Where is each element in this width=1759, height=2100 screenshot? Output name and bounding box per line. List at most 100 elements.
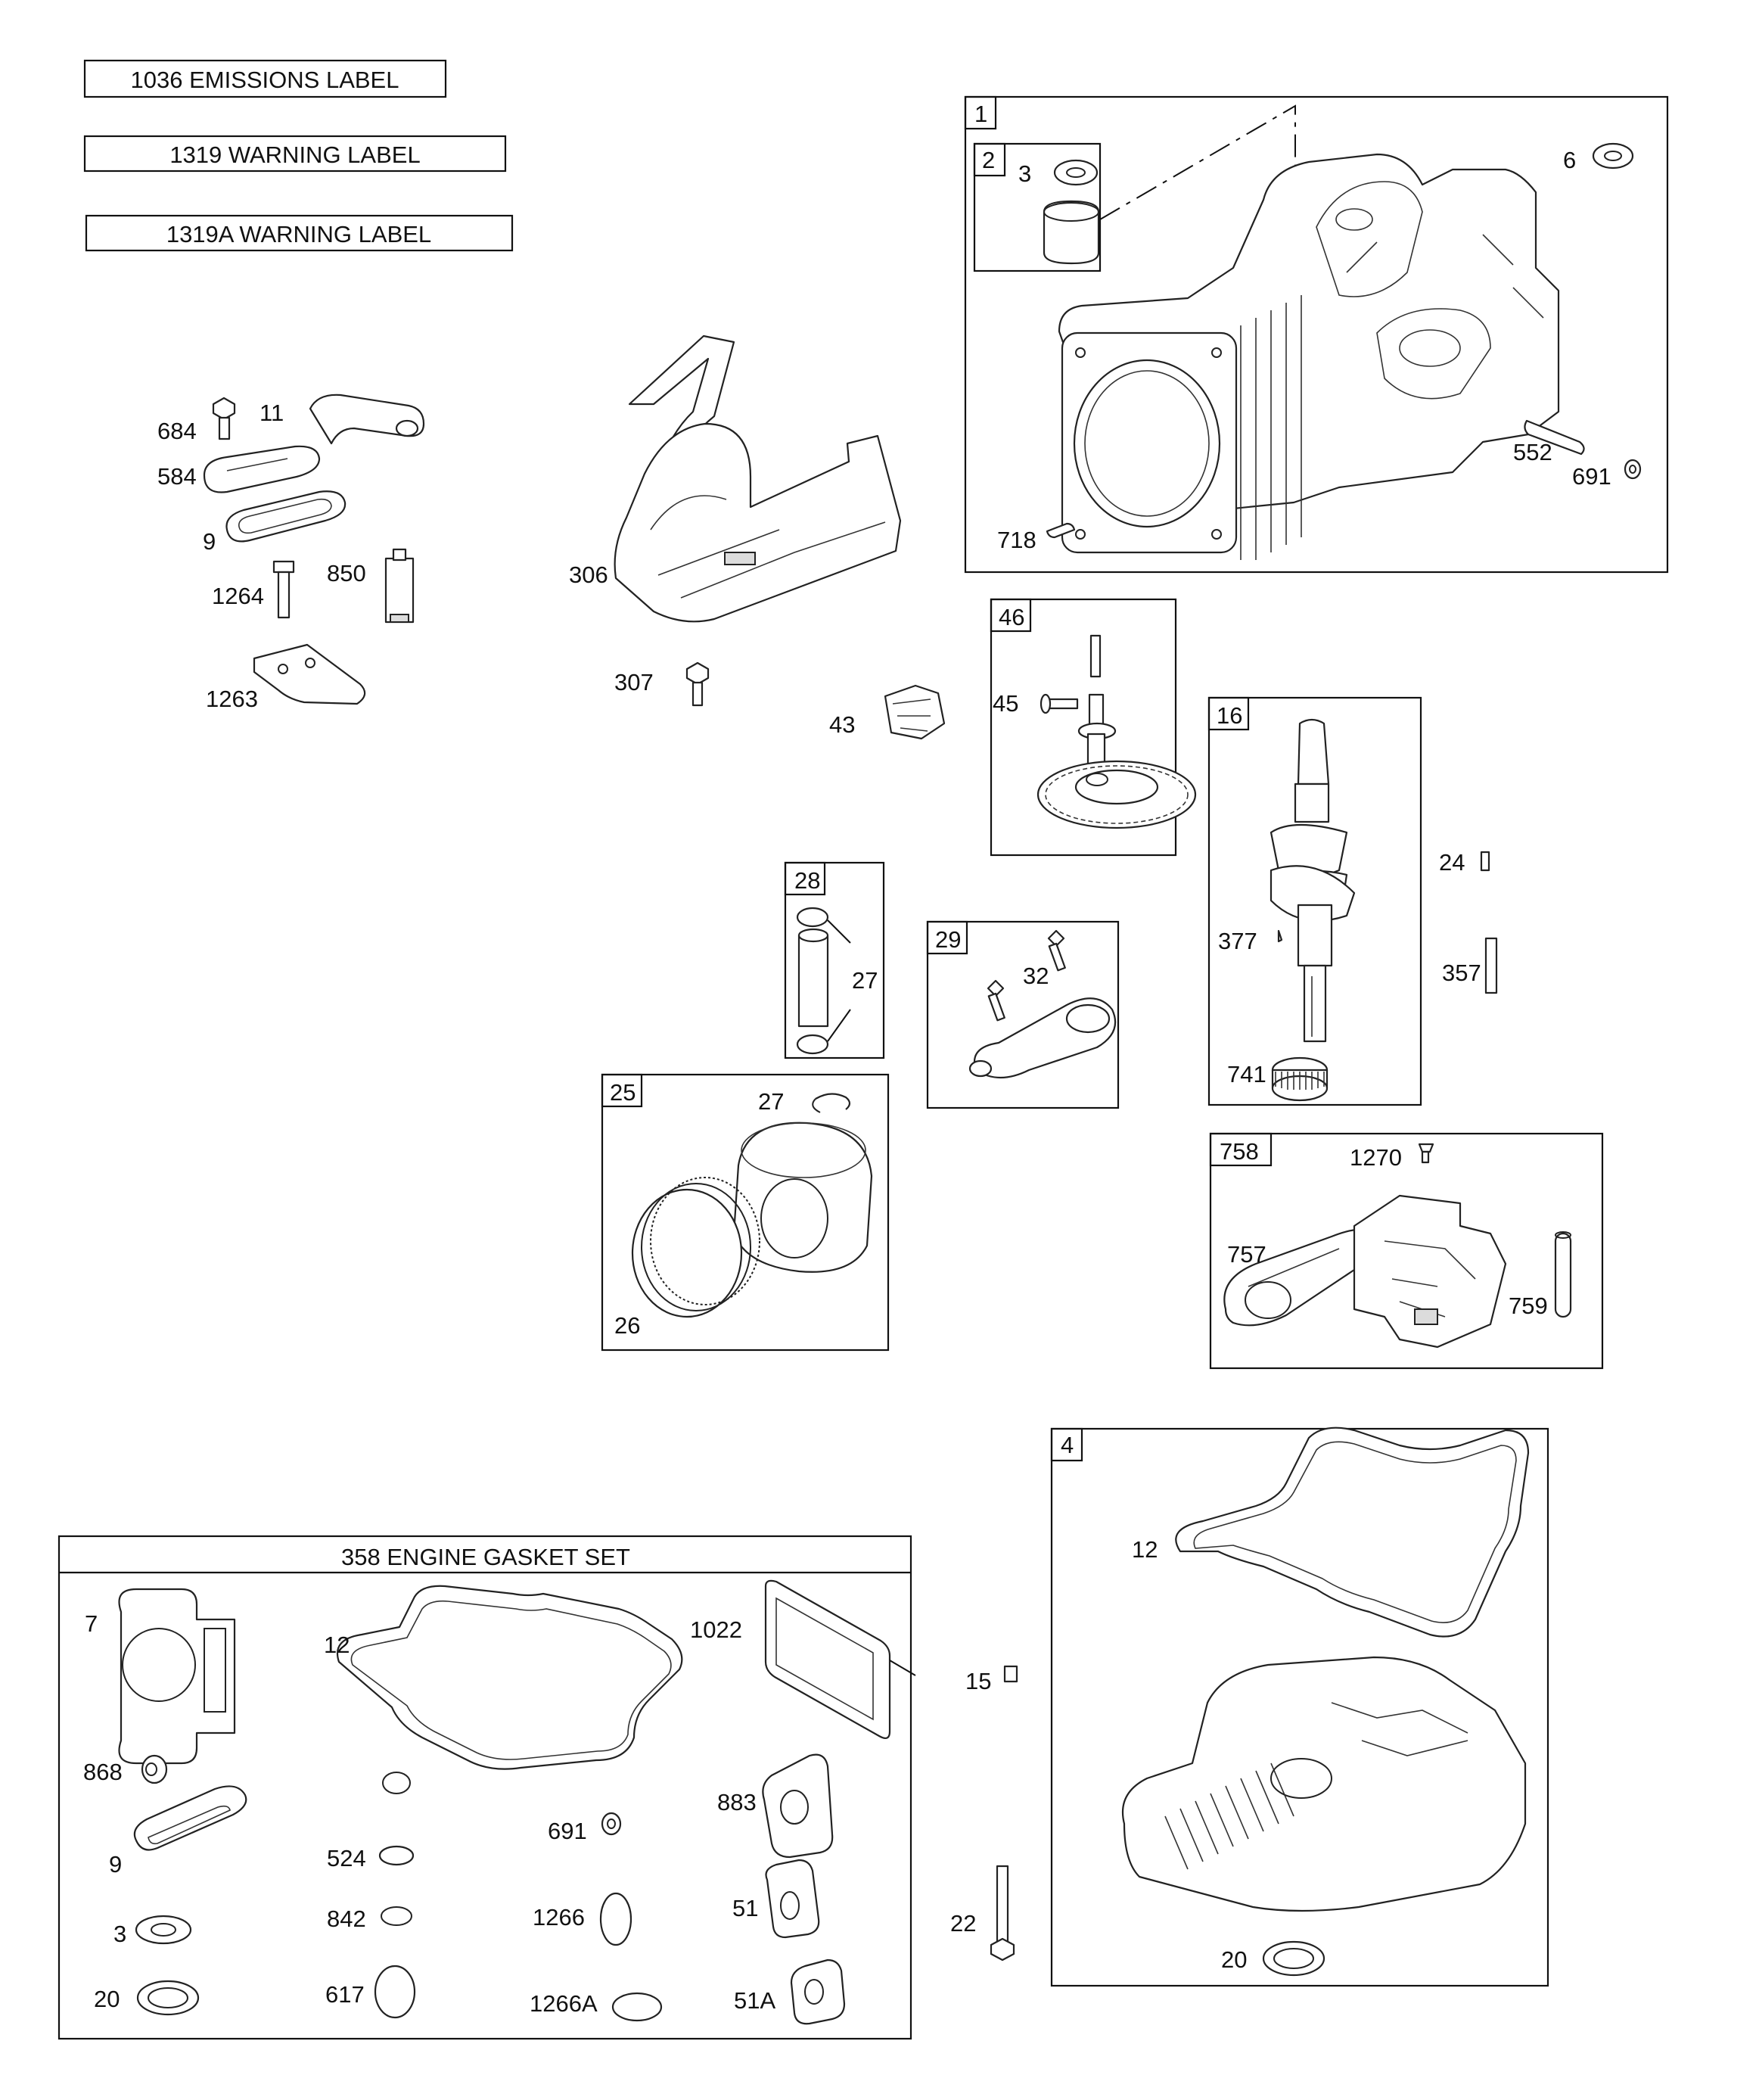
gasket-set-box-358[interactable]: 358 ENGINE GASKET SET 7 12 1022 868 9 xyxy=(57,1535,916,2040)
callout-357: 357 xyxy=(1442,960,1481,986)
callout-43: 43 xyxy=(829,711,855,738)
connecting-rod[interactable] xyxy=(968,997,1117,1078)
callout-617: 617 xyxy=(325,1981,365,2008)
o-ring-842[interactable] xyxy=(381,1906,412,1926)
callout-3a: 3 xyxy=(1018,160,1031,187)
callout-1266a: 1266A xyxy=(530,1990,598,2017)
callout-1266: 1266 xyxy=(533,1904,585,1930)
key-357[interactable] xyxy=(1484,937,1498,994)
connecting-rod-box-29[interactable]: 29 32 xyxy=(926,920,1120,1109)
callout-1022: 1022 xyxy=(690,1616,742,1643)
o-ring-524[interactable] xyxy=(378,1845,415,1866)
callout-32: 32 xyxy=(1023,963,1049,989)
piston-box-25[interactable]: 25 27 26 xyxy=(601,1073,890,1352)
crankshaft-box-16[interactable]: 16 377 741 xyxy=(1207,696,1422,1106)
callout-24: 24 xyxy=(1439,849,1465,876)
sump-gasket-12[interactable] xyxy=(1175,1426,1530,1638)
intake-gasket-12b[interactable] xyxy=(337,1585,683,1770)
box-29-label: 29 xyxy=(935,926,961,953)
bushing-2[interactable] xyxy=(1043,159,1100,265)
oil-pump-box-758[interactable]: 758 1270 757 759 xyxy=(1209,1132,1604,1370)
dowel-718[interactable] xyxy=(1046,522,1076,539)
cylinder-assembly-box-1[interactable]: 1 2 3 xyxy=(964,95,1669,574)
dowel-552[interactable] xyxy=(1524,419,1585,456)
governor-43[interactable] xyxy=(884,684,946,740)
piston-pin-box-28[interactable]: 28 xyxy=(784,861,885,1059)
callout-9b: 9 xyxy=(109,1851,122,1878)
screw-1270[interactable] xyxy=(1418,1143,1434,1164)
box-1-label: 1 xyxy=(974,101,987,127)
drain-plug-15[interactable] xyxy=(1003,1665,1018,1683)
box-28-label: 28 xyxy=(794,867,820,894)
air-guide-shield-306[interactable] xyxy=(614,334,902,623)
washer-691a[interactable] xyxy=(1624,459,1642,480)
seal-868[interactable] xyxy=(141,1754,168,1784)
callout-20a: 20 xyxy=(1221,1946,1247,1973)
breather-tube-11[interactable] xyxy=(309,394,425,445)
oil-seal-20a[interactable] xyxy=(1262,1940,1325,1977)
breather-group: 684 11 584 9 1264 850 xyxy=(157,394,425,712)
oil-seal-20b[interactable] xyxy=(136,1980,200,2016)
pump-housing[interactable] xyxy=(1353,1194,1507,1349)
camshaft-box-46[interactable]: 46 45 xyxy=(990,598,1197,857)
pin-45[interactable] xyxy=(1040,693,1079,714)
callout-759: 759 xyxy=(1509,1293,1548,1319)
rod-bolts[interactable] xyxy=(987,929,1066,1022)
piston[interactable] xyxy=(732,1122,873,1273)
breather-gasket-9a[interactable] xyxy=(225,490,347,543)
box-4-label: 4 xyxy=(1061,1432,1074,1458)
o-ring-1266a[interactable] xyxy=(611,1992,663,2022)
bolt-307[interactable] xyxy=(685,661,710,707)
warning-label-a-text: 1319A WARNING LABEL xyxy=(166,221,431,247)
callout-757: 757 xyxy=(1227,1241,1266,1268)
key-24[interactable] xyxy=(1480,851,1490,872)
sump-base[interactable] xyxy=(1121,1656,1527,1912)
sealant-tube-850[interactable] xyxy=(384,548,415,624)
sump-box-4[interactable]: 4 12 20 xyxy=(1050,1426,1549,1987)
cylinder-block[interactable] xyxy=(1058,153,1560,560)
o-ring-1266[interactable] xyxy=(599,1892,632,1946)
callout-307: 307 xyxy=(614,669,654,695)
emissions-label-item[interactable]: 1036 EMISSIONS LABEL xyxy=(83,59,447,98)
camshaft-gear[interactable] xyxy=(1036,634,1197,829)
seal-6[interactable] xyxy=(1592,142,1634,170)
callout-691a: 691 xyxy=(1572,463,1611,490)
callout-741: 741 xyxy=(1227,1061,1266,1087)
callout-51: 51 xyxy=(732,1895,758,1921)
gasket-51a[interactable] xyxy=(790,1958,846,2025)
bolt-684[interactable] xyxy=(212,397,236,440)
warning-label-item[interactable]: 1319 WARNING LABEL xyxy=(83,135,507,173)
callout-26: 26 xyxy=(614,1312,640,1339)
screw-1264[interactable] xyxy=(272,560,295,619)
oil-seal-3b[interactable] xyxy=(135,1915,192,1945)
breather-cover-584[interactable] xyxy=(203,445,321,493)
callout-22: 22 xyxy=(950,1910,976,1937)
head-gasket-7[interactable] xyxy=(118,1588,236,1765)
crankshaft[interactable] xyxy=(1270,718,1356,1043)
box-25-label: 25 xyxy=(610,1079,636,1106)
retaining-ring[interactable] xyxy=(812,1093,851,1113)
cover-plate-1263[interactable] xyxy=(253,643,366,705)
cover-gasket-1022[interactable] xyxy=(764,1579,891,1739)
callout-12b: 12 xyxy=(324,1632,350,1658)
callout-3b: 3 xyxy=(113,1921,126,1947)
o-ring-small[interactable] xyxy=(382,1772,411,1794)
box-758-label: 758 xyxy=(1220,1138,1259,1165)
o-ring-617[interactable] xyxy=(374,1965,416,2019)
pin-759[interactable] xyxy=(1554,1231,1572,1318)
sump-bolt-22[interactable] xyxy=(990,1865,1015,1962)
key-377[interactable] xyxy=(1277,929,1283,943)
callout-842: 842 xyxy=(327,1906,366,1932)
exhaust-gasket-883[interactable] xyxy=(762,1753,834,1859)
piston-pin[interactable] xyxy=(796,907,829,1055)
gasket-51[interactable] xyxy=(765,1859,820,1939)
callout-9a: 9 xyxy=(203,528,216,555)
washer-691b[interactable] xyxy=(601,1812,622,1836)
piston-rings[interactable] xyxy=(631,1177,760,1318)
callout-868: 868 xyxy=(83,1759,123,1785)
warning-label-a-item[interactable]: 1319A WARNING LABEL xyxy=(85,214,514,252)
box-2-label: 2 xyxy=(982,147,995,173)
timing-gear-741[interactable] xyxy=(1271,1056,1329,1102)
breather-gasket-9b[interactable] xyxy=(133,1785,247,1851)
